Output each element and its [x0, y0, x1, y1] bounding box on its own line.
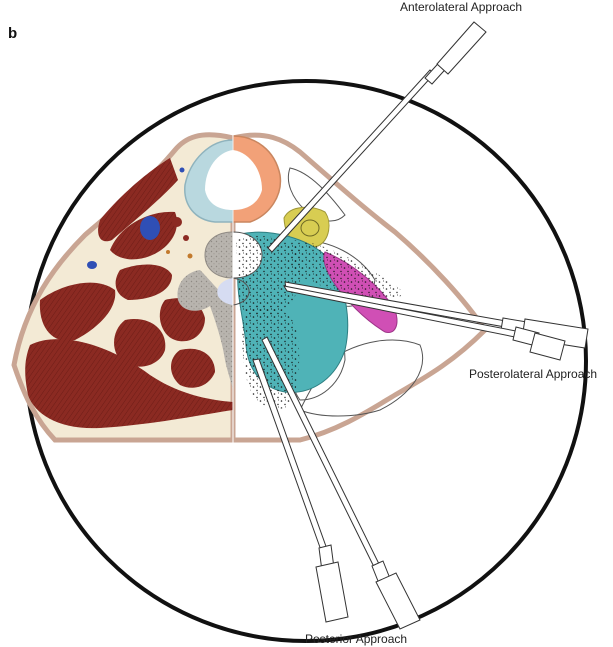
jugular-vein — [140, 216, 160, 240]
carotid-artery — [172, 217, 182, 227]
lateral-mass-left — [177, 270, 233, 395]
anterolateral-needle — [267, 21, 487, 253]
trapezius-muscle — [25, 339, 233, 429]
posterior-needle-2 — [261, 336, 421, 630]
vertebral-body-left — [204, 231, 233, 279]
label-anterolateral-approach: Anterolateral Approach — [400, 0, 522, 14]
spinal-canal — [217, 278, 233, 305]
left-anatomy — [25, 139, 233, 429]
stippled-zone-lateral — [290, 240, 403, 299]
splenius-muscle — [39, 282, 116, 341]
scalene-muscle — [115, 264, 172, 300]
label-posterior-approach: Posterior Approach — [305, 632, 407, 646]
sternocleidomastoid-left — [98, 158, 178, 242]
stippled-zone-upper — [236, 235, 303, 317]
small-vein — [87, 261, 97, 269]
posterior-needle-1 — [252, 358, 349, 623]
semispinalis-muscle — [114, 319, 166, 367]
multifidus-muscle — [171, 348, 215, 388]
posterolateral-needle-2 — [282, 285, 566, 361]
panel-letter: b — [8, 25, 17, 42]
label-posterolateral-approach: Posterolateral Approach — [469, 367, 597, 381]
